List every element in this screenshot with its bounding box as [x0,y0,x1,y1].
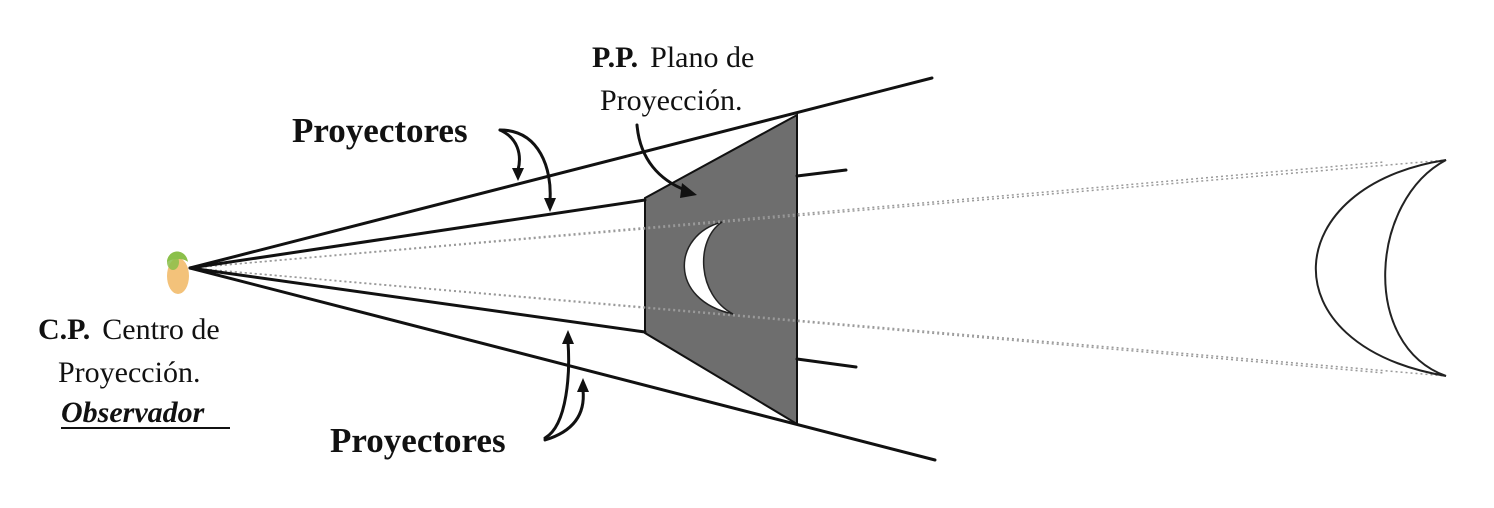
svg-text:P.P. Plano de: P.P. Plano de [592,41,754,74]
arrow-plane [635,123,687,192]
label-observer: Observador [61,396,205,429]
arrows-bottom [543,340,585,442]
label-center-line1: Centro de [102,313,219,346]
label-projectors-bottom: Proyectores [330,421,506,460]
label-center-line2: Proyección. [58,356,200,389]
observer-head-icon [167,251,189,294]
crescent-outline-icon [1314,159,1447,377]
svg-text:C.P. Centro de: C.P. Centro de [38,313,220,346]
arrowhead [562,330,574,344]
label-plane-line2: Proyección. [600,84,742,117]
dotted-projectors [189,159,1447,377]
arrowhead [512,168,524,181]
arrowhead [577,378,589,392]
arrowhead [680,183,697,198]
projection-plane [644,113,798,426]
solid-projectors [188,76,937,462]
label-center-abbrev: C.P. [38,313,90,346]
label-projectors-top: Proyectores [292,111,468,150]
crescent-moon-icon [683,221,734,315]
label-plane-abbrev: P.P. [592,41,638,74]
arrowhead [544,198,556,212]
label-plane-line1: Plano de [650,41,754,74]
arrows-top [498,128,552,202]
